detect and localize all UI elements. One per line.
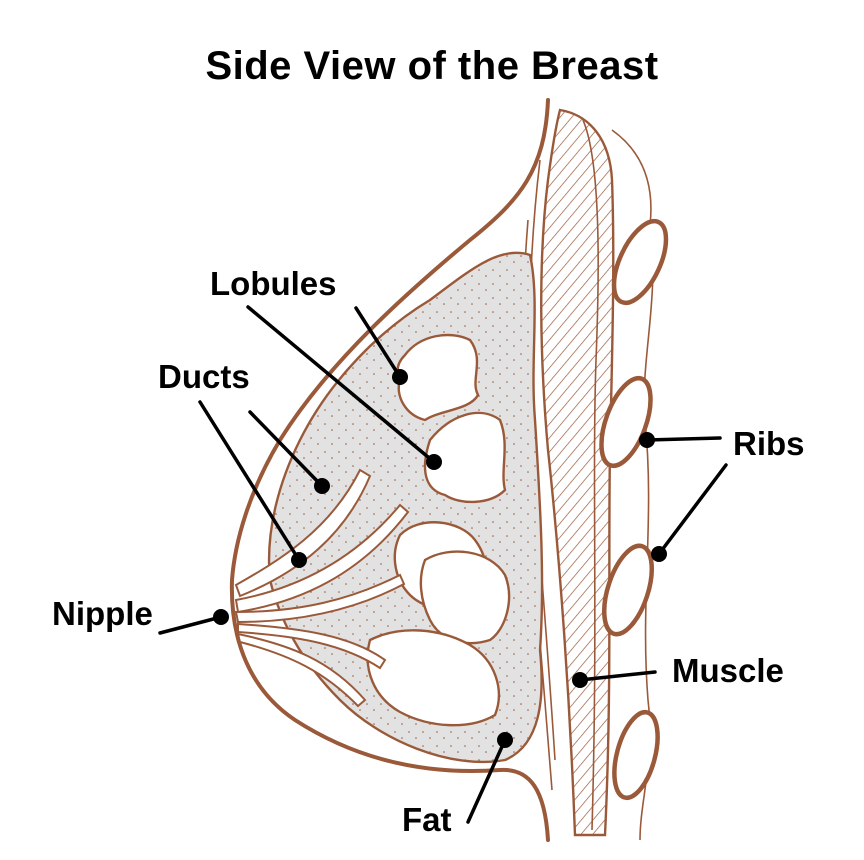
dot-muscle: [572, 672, 588, 688]
label-ribs: Ribs: [733, 425, 805, 462]
dot-fat: [497, 732, 513, 748]
leader-ribs-2: [659, 465, 726, 554]
dot-nipple: [213, 609, 229, 625]
label-ducts: Ducts: [158, 358, 250, 395]
label-lobules: Lobules: [210, 265, 337, 302]
dot-lobules-1: [392, 369, 408, 385]
label-nipple: Nipple: [52, 595, 153, 632]
leader-ribs-1: [647, 438, 720, 440]
dot-ducts-2: [291, 552, 307, 568]
label-muscle: Muscle: [672, 652, 784, 689]
dot-ribs-2: [651, 546, 667, 562]
dot-ribs-1: [639, 432, 655, 448]
rib-4: [606, 708, 665, 803]
dot-ducts-1: [314, 478, 330, 494]
label-fat: Fat: [402, 801, 452, 838]
dot-lobules-2: [426, 454, 442, 470]
leader-nipple: [160, 617, 221, 633]
